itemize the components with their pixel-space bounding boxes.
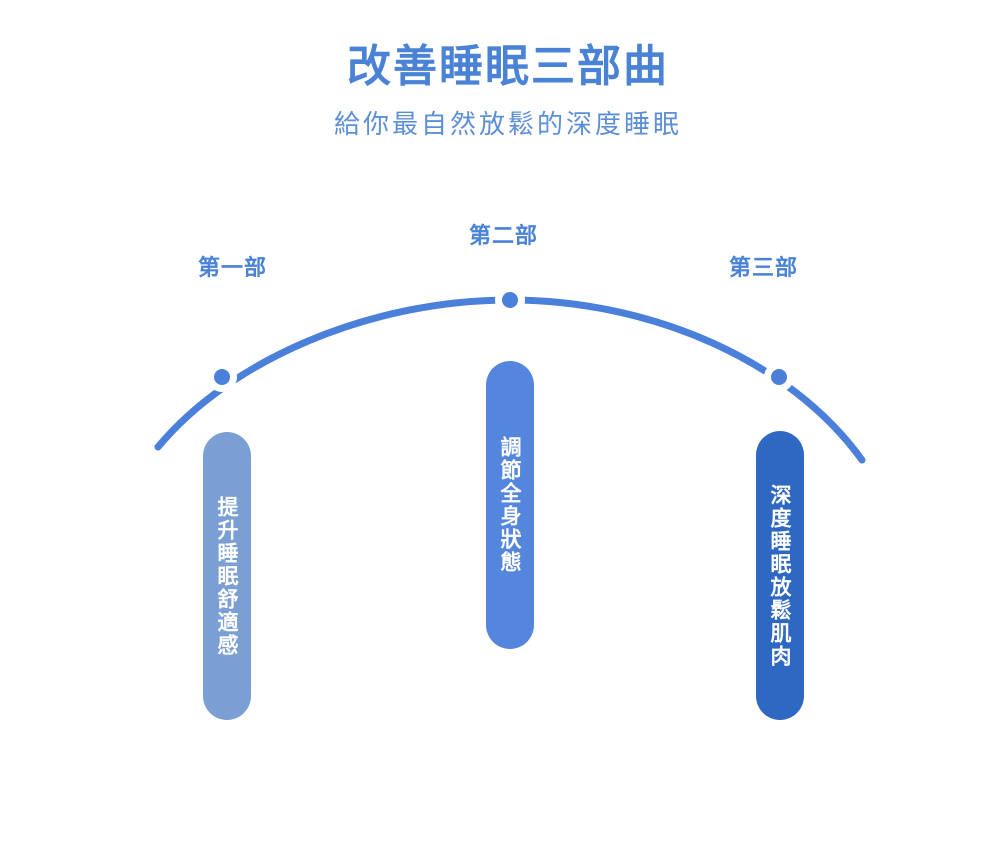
part1-pill: 提升睡眠舒適感 <box>203 432 251 720</box>
part1-text: 提升睡眠舒適感 <box>215 495 239 657</box>
part2-text: 調節全身狀態 <box>498 436 522 574</box>
page-subtitle: 給你最自然放鬆的深度睡眠 <box>333 110 682 140</box>
part2-label: 第二部 <box>469 224 539 249</box>
arc-node-part3 <box>771 369 787 385</box>
part1-label: 第一部 <box>198 256 268 281</box>
part3-pill: 深度睡眠放鬆肌肉 <box>756 431 804 720</box>
arc-node-part2 <box>502 292 518 308</box>
page-title: 改善睡眠三部曲 <box>347 41 669 92</box>
part3-text: 深度睡眠放鬆肌肉 <box>768 483 792 668</box>
arc-node-part1 <box>214 369 230 385</box>
part3-label: 第三部 <box>729 256 799 281</box>
part2-pill: 調節全身狀態 <box>486 361 534 649</box>
